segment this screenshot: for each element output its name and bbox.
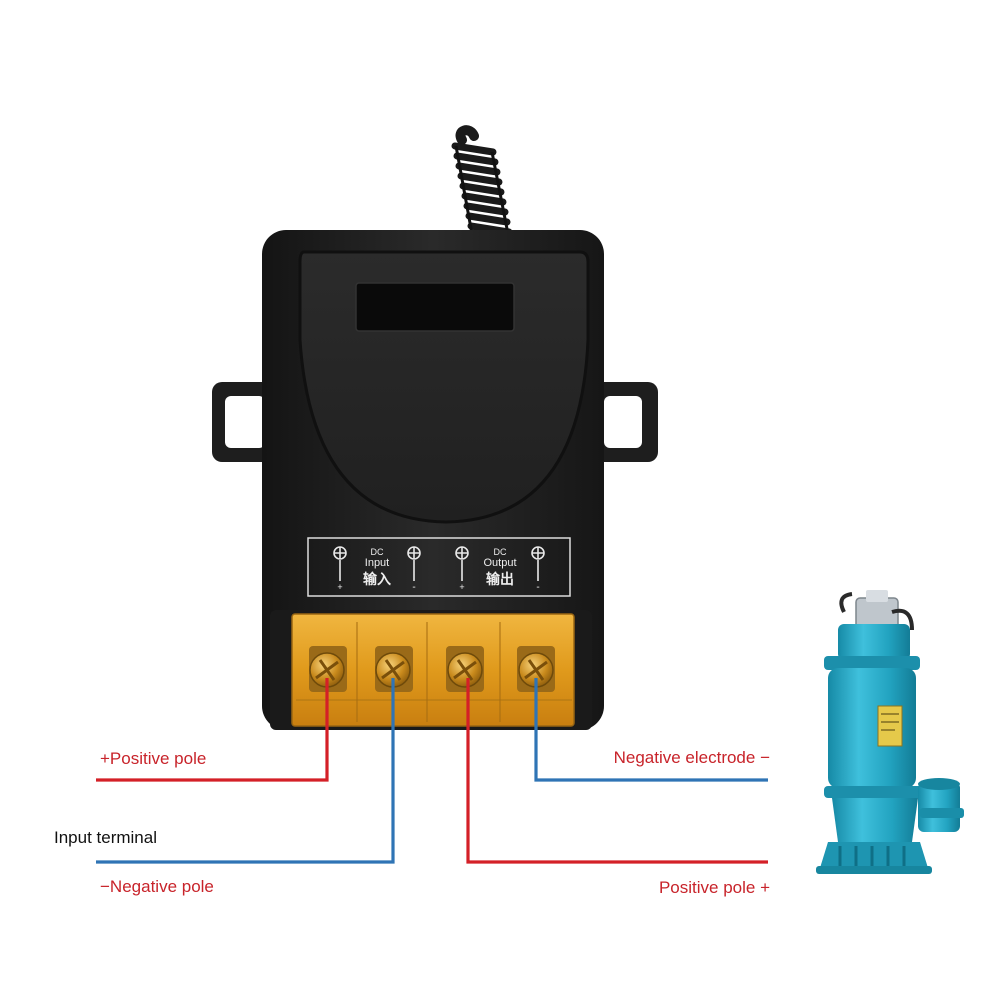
- terminal-symbol-icon: [333, 546, 545, 581]
- terminal-block: [270, 610, 592, 730]
- panel-output-label: Output: [483, 557, 516, 569]
- wire-output-negative: [534, 678, 768, 782]
- panel-dc-input: DC: [371, 547, 384, 557]
- wire-input-positive: [96, 678, 329, 782]
- water-pump-icon: [816, 590, 964, 874]
- panel-minus-1: -: [412, 582, 415, 593]
- wire-output-positive: [466, 678, 768, 864]
- label-input-terminal: Input terminal: [54, 828, 157, 847]
- terminal-label-panel: DC Input 输入 DC Output 输出 + - + -: [307, 537, 571, 597]
- label-positive-pole-input: +Positive pole: [100, 749, 207, 768]
- label-negative-pole-input: −Negative pole: [100, 877, 214, 896]
- indicator-window: [355, 282, 515, 332]
- relay-body: [262, 230, 604, 730]
- panel-input-chinese: 输入: [363, 571, 391, 587]
- mounting-tab-right: [590, 382, 658, 462]
- panel-input-label: Input: [365, 557, 389, 569]
- label-positive-pole-output: Positive pole +: [658, 878, 770, 897]
- panel-dc-output: DC: [494, 547, 507, 557]
- panel-plus-2: +: [459, 582, 464, 592]
- panel-plus-1: +: [337, 582, 342, 592]
- antenna-coil-icon: [451, 125, 513, 236]
- wire-input-negative: [96, 678, 395, 864]
- panel-output-chinese: 输出: [486, 571, 514, 587]
- label-negative-electrode-output: Negative electrode −: [613, 748, 770, 767]
- panel-minus-2: -: [536, 582, 539, 593]
